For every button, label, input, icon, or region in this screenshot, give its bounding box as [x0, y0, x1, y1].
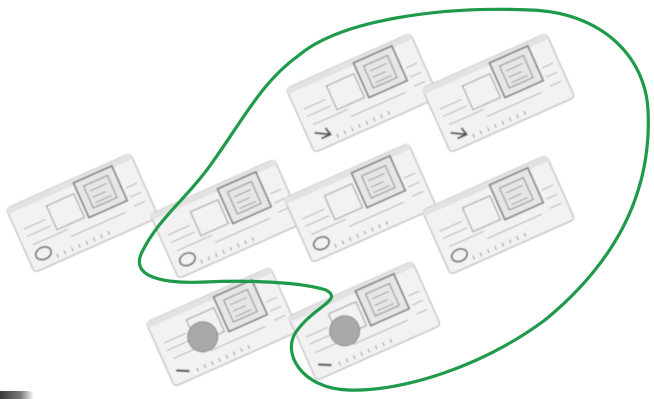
card-bottom-left	[146, 267, 299, 386]
card-mid-2	[284, 143, 437, 262]
corner-fragment	[0, 391, 34, 399]
cards-layer	[6, 33, 575, 386]
card-left-isolated	[6, 153, 159, 272]
card-bottom-middle	[288, 261, 441, 380]
card-mid-3	[422, 155, 575, 274]
card-top-right	[422, 33, 575, 152]
card-top-middle	[286, 33, 439, 152]
card-mid-1	[150, 159, 303, 278]
